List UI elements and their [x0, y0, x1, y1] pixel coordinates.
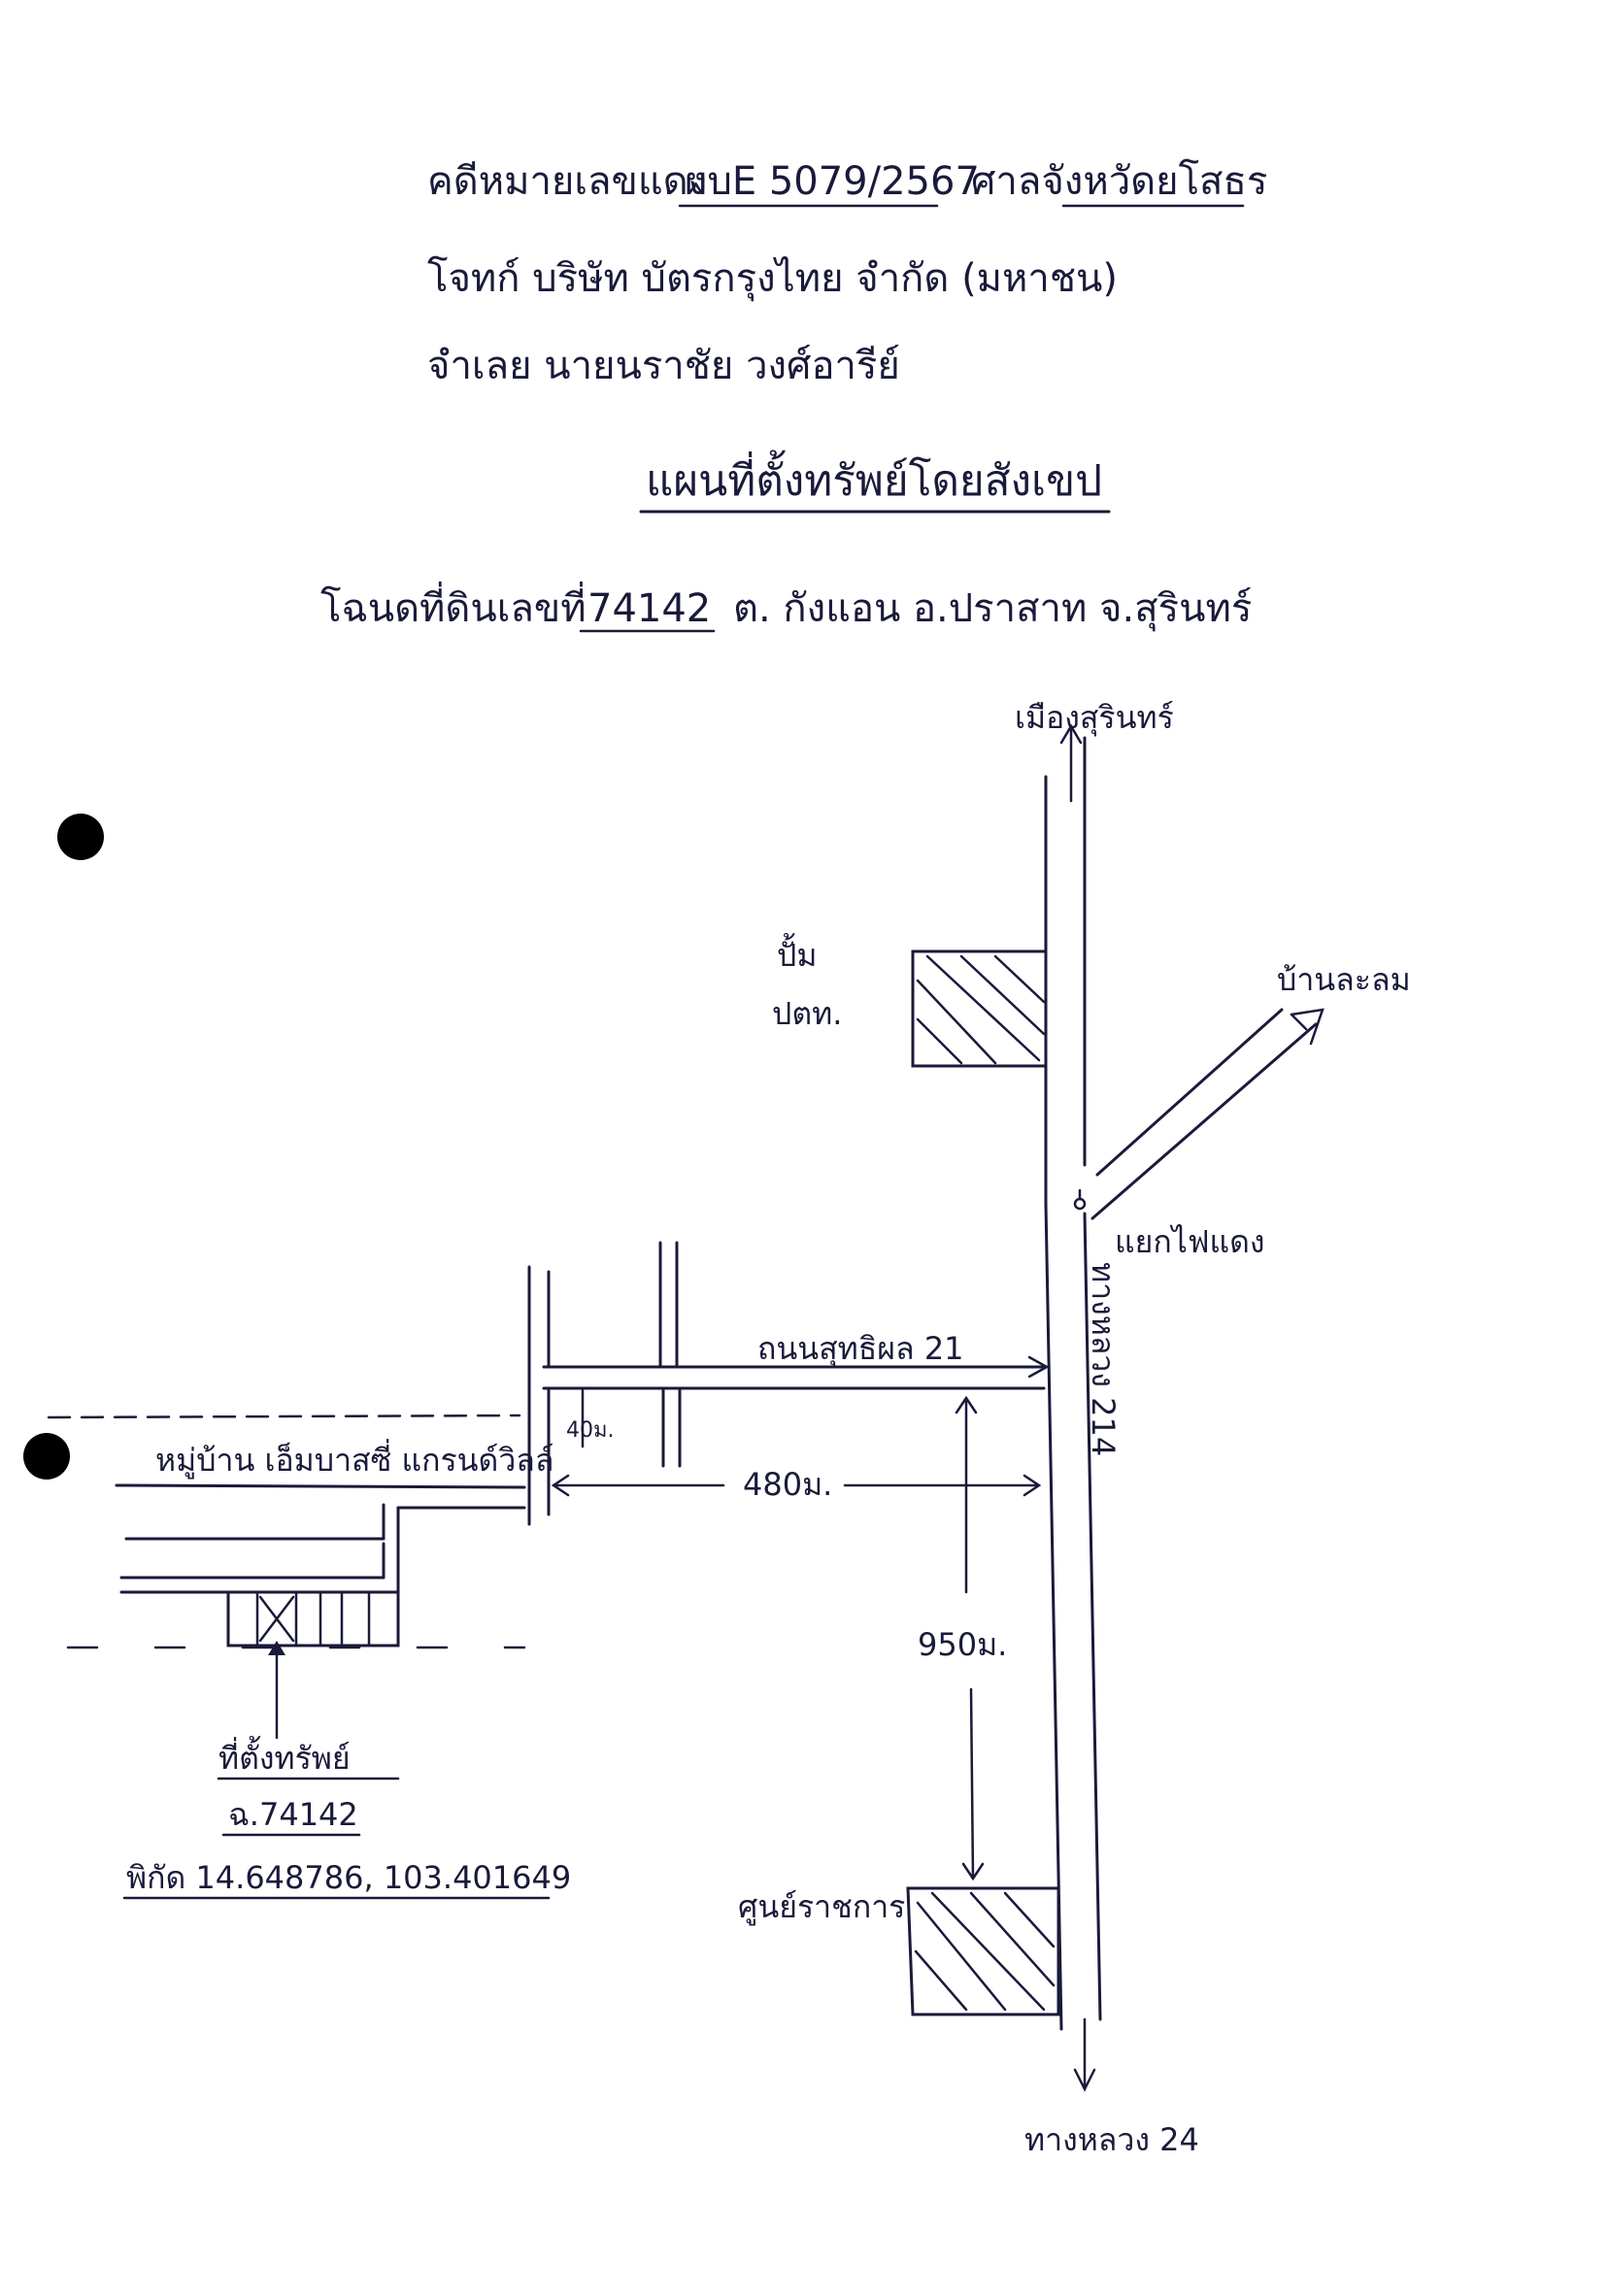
map-title: แผนที่ตั้งทรัพย์โดยสังเขป — [646, 449, 1102, 506]
label-ban-lalom: บ้านละลม — [1277, 961, 1411, 998]
case-line-prefix: คดีหมายเลขแดง — [427, 159, 707, 204]
arrow-to-surin-city — [1059, 723, 1083, 803]
government-center-block — [906, 1886, 1060, 2016]
label-property: ที่ตั้งทรัพย์ — [218, 1736, 351, 1777]
dimension-950m — [955, 1395, 985, 1881]
label-property-deed: ฉ.74142 — [228, 1796, 358, 1833]
label-40m: 40ม. — [566, 1418, 615, 1443]
label-to-surin-city: เมืองสุรินทร์ — [1015, 699, 1174, 737]
punch-hole-bottom — [23, 1433, 70, 1480]
arrow-to-highway-24 — [1073, 2017, 1096, 2092]
label-highway-214: ทางหลวง 214 — [1085, 1262, 1122, 1456]
court-name: ศาลจังหวัดยโสธร — [971, 159, 1267, 204]
label-coordinates: พิกัด 14.648786, 103.401649 — [126, 1859, 571, 1896]
traffic-light-icon — [1073, 1188, 1087, 1211]
deed-number: 74142 — [587, 586, 711, 631]
side-road-suthiphon-21 — [527, 1241, 1050, 1526]
case-number: ผบE 5079/2567 — [685, 159, 980, 204]
label-gas-station-2: ปตท. — [772, 995, 842, 1032]
label-government-center: ศูนย์ราชการ — [738, 1888, 905, 1926]
plaintiff-line: โจทก์ บริษัท บัตรกรุงไทย จำกัด (มหาชน) — [427, 256, 1118, 302]
label-side-road: ถนนสุทธิผล 21 — [757, 1330, 964, 1368]
property-marker-icon — [258, 1595, 295, 1740]
label-to-highway-24: ทางหลวง 24 — [1024, 2121, 1199, 2158]
gas-station-block — [911, 949, 1048, 1068]
road-to-ban-lalom — [1090, 1008, 1325, 1220]
defendant-line: จำเลย นายนราชัย วงศ์อารีย์ — [427, 344, 900, 388]
punch-hole-top — [57, 814, 104, 860]
label-480m: 480ม. — [743, 1466, 832, 1503]
deed-location: ต. กังแอน อ.ปราสาท จ.สุรินทร์ — [733, 586, 1252, 632]
label-950m: 950ม. — [918, 1626, 1007, 1663]
deed-prefix: โฉนดที่ดินเลขที่ — [320, 582, 587, 631]
property-lots — [226, 1590, 400, 1647]
label-village-name: หมู่บ้าน เอ็มบาสซี่ แกรนด์วิลล์ — [155, 1439, 554, 1480]
dimension-480m — [551, 1474, 1042, 1497]
label-gas-station-1: ปั้ม — [777, 933, 817, 974]
label-traffic-light: แยกไฟแดง — [1115, 1223, 1265, 1260]
